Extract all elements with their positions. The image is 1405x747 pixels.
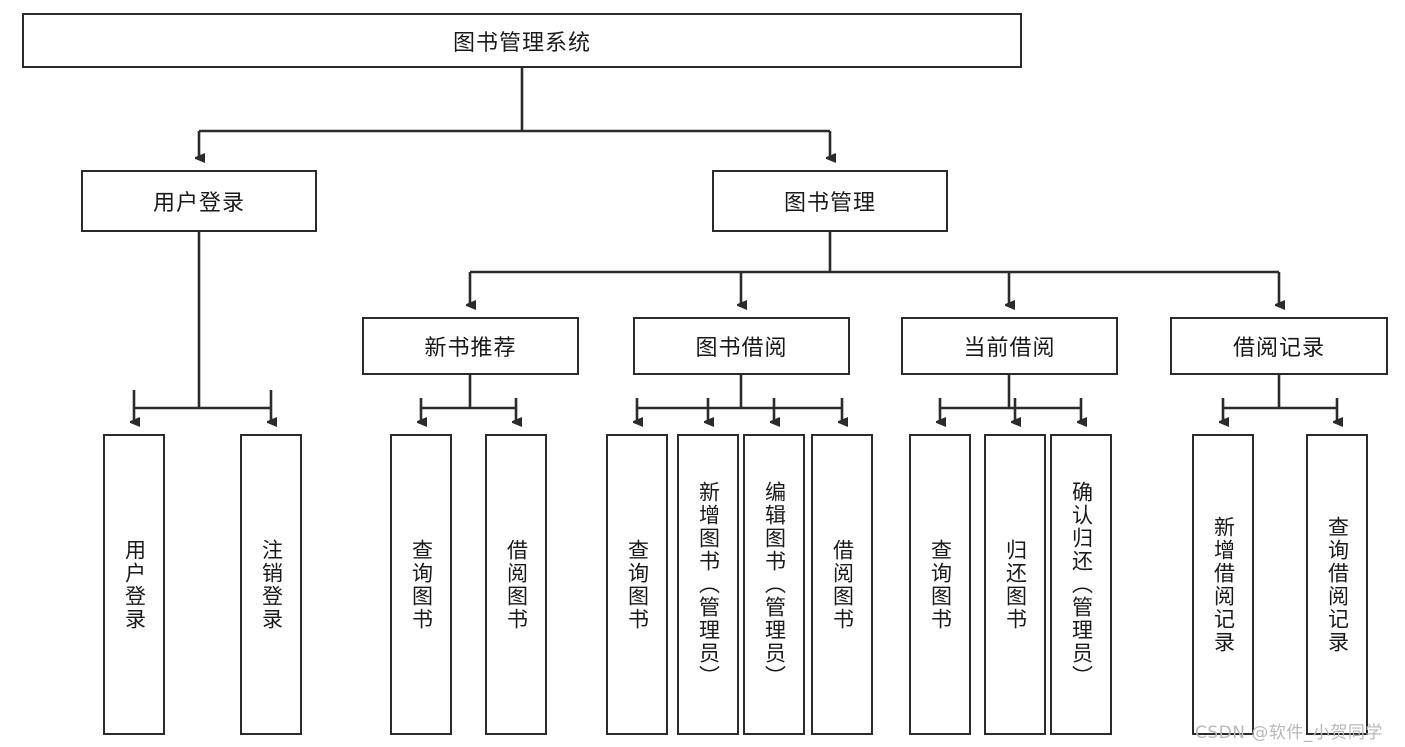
node-leaf-query-book-current-label: 查询图书 — [928, 538, 953, 631]
node-borrow-records-label: 借阅记录 — [1232, 336, 1325, 361]
node-leaf-borrow-book[interactable]: 借阅图书 — [811, 434, 873, 735]
node-user-login[interactable]: 用户登录 — [81, 170, 317, 232]
node-book-management-label: 图书管理 — [783, 191, 876, 216]
node-root[interactable]: 图书管理系统 — [22, 13, 1022, 68]
node-leaf-query-book-borrow-label: 查询图书 — [625, 538, 650, 631]
watermark-csdn: CSDN @软件_小贺同学 — [1195, 718, 1383, 743]
node-book-borrow[interactable]: 图书借阅 — [633, 317, 850, 375]
node-leaf-confirm-return-admin-label: 确认归还（管理员） — [1069, 481, 1094, 688]
node-leaf-query-book-recommend-label: 查询图书 — [409, 538, 434, 631]
node-leaf-borrow-book-recommend[interactable]: 借阅图书 — [485, 434, 547, 735]
node-book-borrow-label: 图书借阅 — [695, 336, 788, 361]
node-leaf-user-login-label: 用户登录 — [122, 538, 147, 631]
node-current-borrow[interactable]: 当前借阅 — [901, 317, 1118, 375]
node-leaf-return-book[interactable]: 归还图书 — [984, 434, 1046, 735]
node-leaf-confirm-return-admin[interactable]: 确认归还（管理员） — [1050, 434, 1112, 735]
node-leaf-borrow-book-recommend-label: 借阅图书 — [504, 538, 529, 631]
node-leaf-query-book-borrow[interactable]: 查询图书 — [606, 434, 668, 735]
node-leaf-borrow-book-label: 借阅图书 — [830, 538, 855, 631]
node-leaf-query-borrow-record-label: 查询借阅记录 — [1325, 515, 1350, 654]
node-new-book-recommend-label: 新书推荐 — [424, 336, 517, 361]
node-leaf-add-book-admin-label: 新增图书（管理员） — [696, 481, 721, 688]
node-current-borrow-label: 当前借阅 — [963, 336, 1056, 361]
node-leaf-edit-book-admin[interactable]: 编辑图书（管理员） — [743, 434, 805, 735]
node-leaf-edit-book-admin-label: 编辑图书（管理员） — [762, 481, 787, 688]
node-leaf-query-borrow-record[interactable]: 查询借阅记录 — [1306, 434, 1368, 735]
node-leaf-logout-label: 注销登录 — [259, 538, 284, 631]
node-leaf-query-book-recommend[interactable]: 查询图书 — [390, 434, 452, 735]
node-leaf-add-borrow-record-label: 新增借阅记录 — [1211, 515, 1236, 654]
watermark-text: CSDN @软件_小贺同学 — [1195, 723, 1383, 743]
node-borrow-records[interactable]: 借阅记录 — [1170, 317, 1388, 375]
node-new-book-recommend[interactable]: 新书推荐 — [362, 317, 579, 375]
node-leaf-query-book-current[interactable]: 查询图书 — [909, 434, 971, 735]
node-leaf-add-book-admin[interactable]: 新增图书（管理员） — [677, 434, 739, 735]
node-user-login-label: 用户登录 — [152, 191, 245, 216]
node-leaf-logout[interactable]: 注销登录 — [240, 434, 302, 735]
node-leaf-user-login[interactable]: 用户登录 — [103, 434, 165, 735]
node-leaf-add-borrow-record[interactable]: 新增借阅记录 — [1192, 434, 1254, 735]
node-book-management[interactable]: 图书管理 — [712, 170, 948, 232]
node-root-label: 图书管理系统 — [452, 30, 591, 56]
node-leaf-return-book-label: 归还图书 — [1003, 538, 1028, 631]
